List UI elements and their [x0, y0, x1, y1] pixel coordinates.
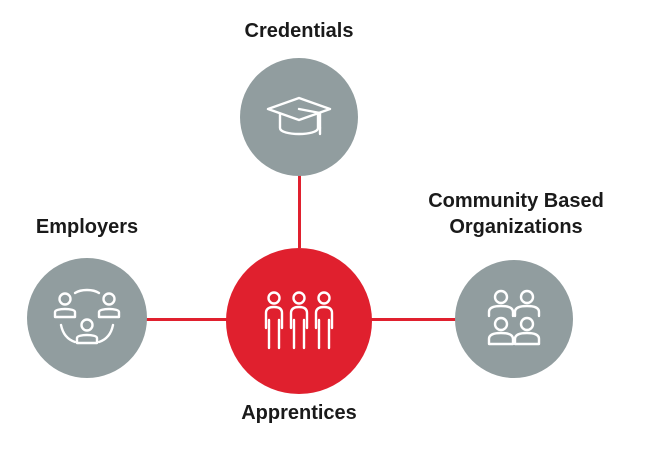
community-label-line-2: Organizations [449, 216, 583, 238]
credentials-label: Credentials [244, 20, 354, 42]
three-people-icon [259, 290, 339, 352]
graduation-cap-icon [264, 92, 334, 142]
connector-community [370, 318, 457, 321]
employers-node [27, 258, 147, 378]
people-group-icon [483, 288, 545, 350]
credentials-node [240, 58, 358, 176]
community-node [455, 260, 573, 378]
employers-label: Employers [35, 216, 139, 238]
community-label-line-1: Community Based [428, 190, 604, 212]
connector-credentials [298, 173, 301, 248]
people-network-icon [51, 285, 123, 351]
apprentices-label: Apprentices [241, 402, 357, 424]
connector-employers [145, 318, 229, 321]
apprentices-node [226, 248, 372, 394]
